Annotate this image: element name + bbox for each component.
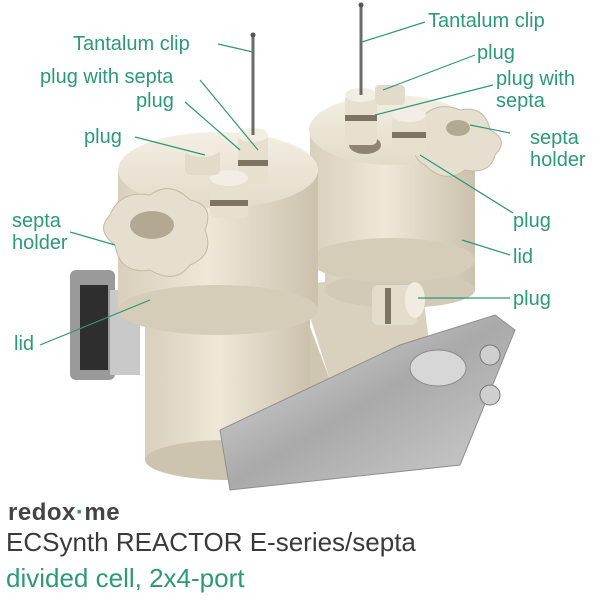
metal-clamp — [219, 314, 516, 491]
leader-lines — [39, 21, 514, 346]
label-plug-left-side: plug — [84, 126, 122, 148]
label-plug-with-septa-right: plug with septa — [496, 68, 575, 112]
brand-prefix: redox — [8, 499, 76, 526]
label-tantalum-clip-left: Tantalum clip — [73, 33, 190, 55]
brand-dot: · — [75, 499, 85, 526]
right-plugs — [345, 85, 426, 155]
left-septa-holder — [103, 188, 209, 277]
title-line-1: ECSynth REACTOR E-series/septa — [6, 527, 416, 557]
label-plug-right-mid: plug — [513, 210, 551, 232]
brand-suffix: me — [84, 499, 121, 526]
label-septa-holder-right: septa holder — [530, 127, 586, 171]
right-septa-holder — [413, 106, 502, 177]
label-lid-left: lid — [14, 333, 35, 355]
label-plug-right-low: plug — [513, 288, 551, 310]
label-plug-left-upper: plug — [136, 90, 174, 112]
label-tantalum-clip-right: Tantalum clip — [428, 10, 545, 32]
side-plug — [372, 282, 425, 325]
label-septa-holder-left: septa holder — [12, 210, 68, 254]
title-line-2: divided cell, 2x4-port — [6, 563, 245, 593]
brand-logo: redox·me — [8, 499, 120, 527]
label-plug-right-top: plug — [477, 42, 515, 64]
label-plug-with-septa-left: plug with septa — [40, 66, 174, 88]
label-lid-right: lid — [513, 246, 534, 268]
